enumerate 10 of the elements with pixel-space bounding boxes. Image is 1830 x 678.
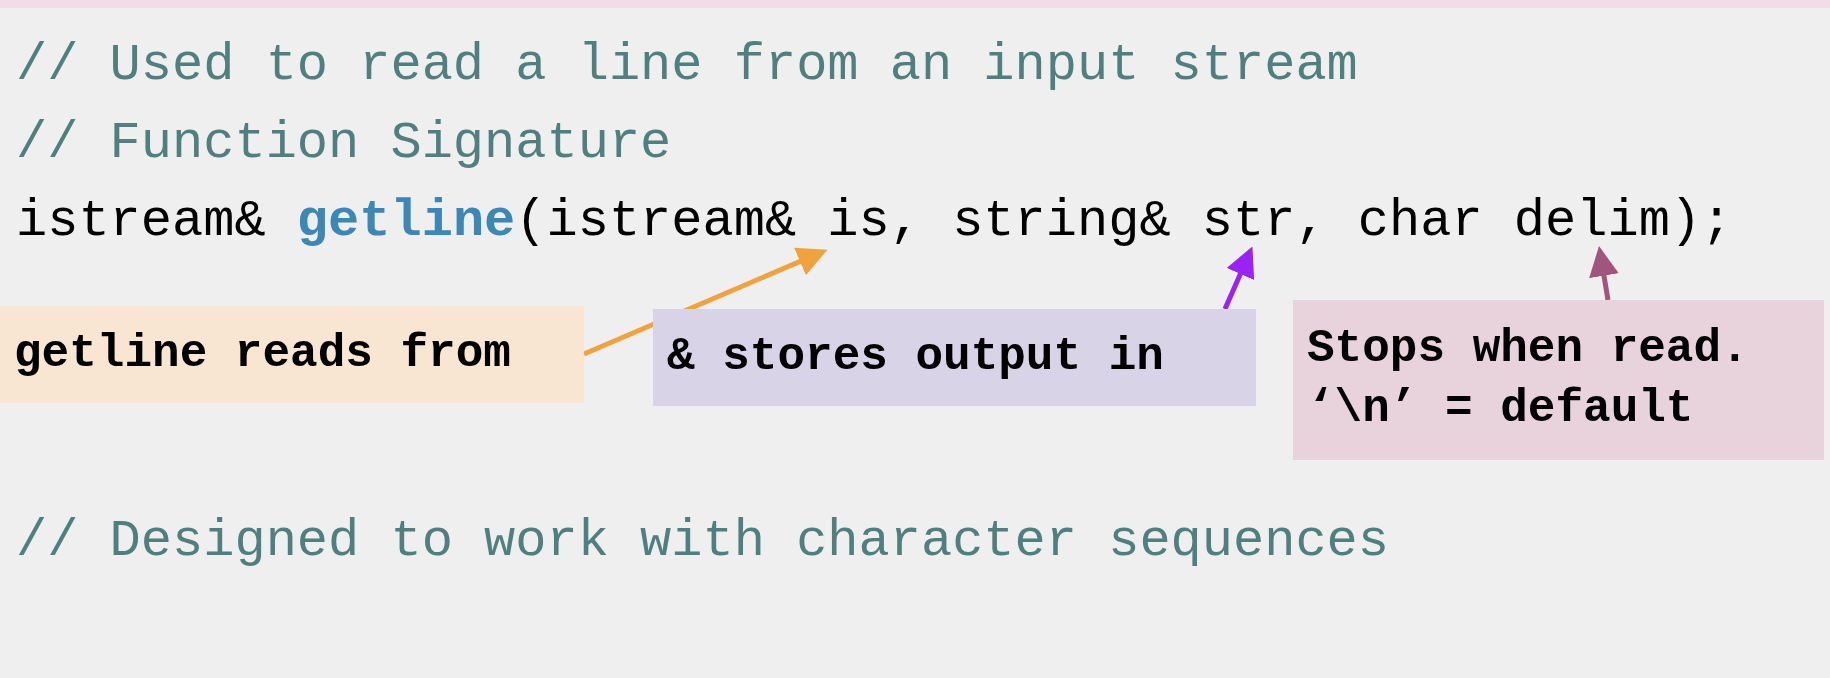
leader-arrow: [1222, 246, 1255, 310]
code-comment: // Used to read a line from an input stream: [16, 40, 1358, 92]
leader-arrow: [1589, 246, 1619, 301]
code-comment: // Designed to work with character sequences: [16, 516, 1390, 568]
annotation-box: getline reads from: [0, 306, 584, 403]
code-comment: // Function Signature: [16, 118, 672, 170]
annotation-box: & stores output in: [653, 309, 1256, 406]
leader-arrow: [583, 247, 828, 357]
function-signature: istream& getline(istream& is, string& str, char delim);: [16, 196, 1733, 248]
annotation-box: Stops when read. ‘\n’ = default: [1293, 300, 1824, 460]
